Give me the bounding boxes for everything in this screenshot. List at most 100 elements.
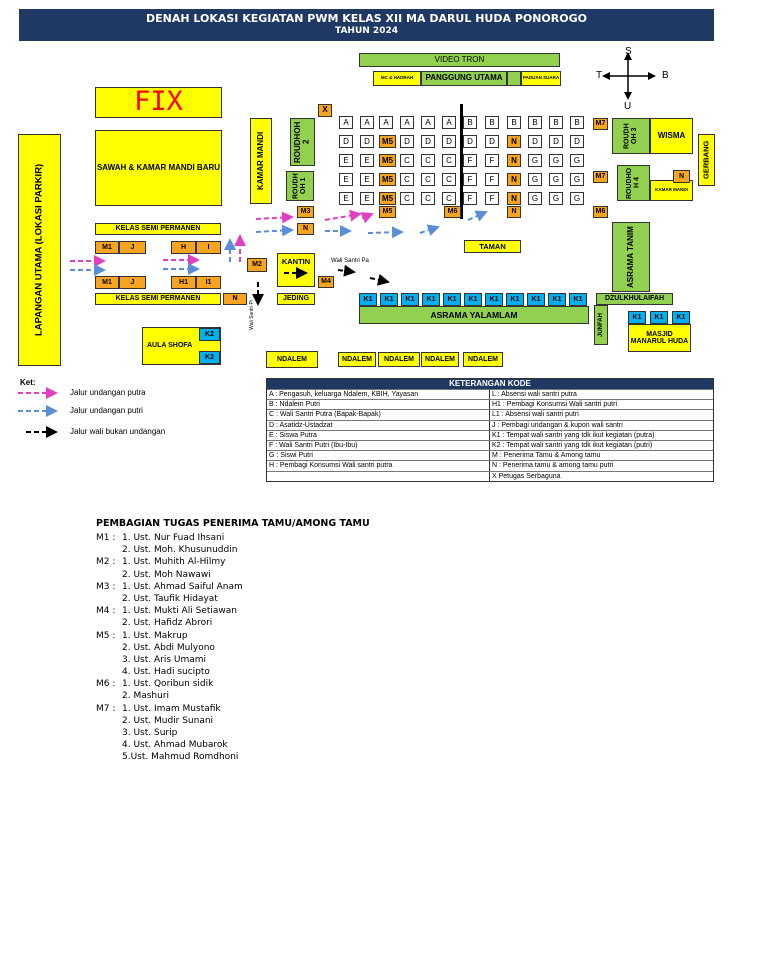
task-line: 2. Ust. Abdi Mulyono bbox=[96, 643, 370, 655]
legend-cell-right: H1 : Pembagi Konsumsi Wali santri putri bbox=[492, 401, 618, 409]
seat-cell: C bbox=[400, 154, 414, 167]
k1-masjid-1: K1 bbox=[628, 311, 646, 324]
legend-cell-left: B : Ndalem Putri bbox=[267, 400, 490, 410]
lapangan-utama: LAPANGAN UTAMA (LOKASI PARKIR) bbox=[18, 134, 61, 366]
legend-cell-left: C : Wali Santri Putra (Bapak-Bapak) bbox=[267, 410, 490, 420]
m3-marker: M3 bbox=[297, 206, 314, 218]
seat-cell: B bbox=[549, 116, 563, 129]
seat-cell: B bbox=[528, 116, 542, 129]
task-name: 2. Mashuri bbox=[122, 691, 170, 702]
junfah: JUNFAH bbox=[594, 305, 608, 345]
seat-cell: A bbox=[379, 116, 393, 129]
seat-cell: F bbox=[485, 192, 499, 205]
task-code: M1 : bbox=[96, 533, 116, 543]
ket-putri: Jalur undangan putri bbox=[70, 406, 143, 415]
masjid-manarul-huda: MASJID MANARUL HUDA bbox=[628, 324, 691, 352]
seat-cell: E bbox=[339, 192, 353, 205]
seat-cell: F bbox=[485, 173, 499, 186]
task-list: PEMBAGIAN TUGAS PENERIMA TAMU/AMONG TAMU… bbox=[96, 518, 370, 765]
legend-cell-left: E : Siswa Putra bbox=[267, 430, 490, 440]
task-line: M2 :1. Ust. Muhith Al-Hilmy bbox=[96, 557, 370, 569]
legend-row: F : Wali Santri Putri (Ibu-Ibu)K2 : Temp… bbox=[267, 439, 713, 451]
task-name: 3. Ust. Surip bbox=[122, 728, 178, 738]
compass-north: S bbox=[625, 46, 632, 57]
map-title: DENAH LOKASI KEGIATAN PWM KELAS XII MA D… bbox=[145, 12, 587, 25]
m6-right: M6 bbox=[593, 206, 608, 218]
n-right: N bbox=[673, 170, 690, 183]
m1-bottom: M1 bbox=[95, 276, 119, 289]
seat-cell: E bbox=[360, 173, 374, 186]
task-heading: PEMBAGIAN TUGAS PENERIMA TAMU/AMONG TAMU bbox=[96, 518, 370, 529]
kelas-semi-permanen-top: KELAS SEMI PERMANEN bbox=[95, 223, 221, 235]
m6-bottom: M6 bbox=[444, 206, 461, 218]
seat-cell: M5 bbox=[379, 135, 396, 148]
seat-cell: D bbox=[339, 135, 353, 148]
seat-cell: E bbox=[360, 192, 374, 205]
task-line: 5.Ust. Mahmud Romdhoni bbox=[96, 752, 370, 764]
m5-bottom: M5 bbox=[379, 206, 396, 218]
seat-cell: G bbox=[570, 154, 584, 167]
task-name: 2. Ust. Mudir Sunani bbox=[122, 715, 214, 726]
task-line: 3. Ust. Aris Umami bbox=[96, 655, 370, 667]
seat-cell: F bbox=[463, 154, 477, 167]
seat-cell: B bbox=[507, 116, 521, 129]
legend-cell-right: J : Pembagi undangan & kupon wali santri bbox=[492, 421, 623, 429]
k1-box: K1 bbox=[548, 293, 566, 306]
seat-cell: N bbox=[507, 173, 521, 186]
k1-masjid-3: K1 bbox=[672, 311, 690, 324]
compass-icon bbox=[602, 52, 656, 100]
compass-west: T bbox=[596, 70, 603, 81]
legend-cell-left: A : Pengasuh, keluarga Ndalem, KBIH, Yay… bbox=[267, 390, 490, 400]
paduan-suara-box: PADUAN SUARA bbox=[521, 71, 561, 86]
legend-cell-right: K2 : Tempat wali santri yang tdk ikut ke… bbox=[492, 441, 653, 449]
h1-marker: H1 bbox=[171, 276, 196, 289]
task-line: 2. Ust. Moh. Khusunuddin bbox=[96, 545, 370, 557]
seat-cell: D bbox=[400, 135, 414, 148]
task-line: M3 : 1. Ust. Ahmad Saiful Anam bbox=[96, 582, 370, 594]
task-name: 2. Ust. Moh Nawawi bbox=[122, 569, 211, 580]
seat-cell: B bbox=[463, 116, 477, 129]
seat-cell: D bbox=[442, 135, 456, 148]
m7-mid: M7 bbox=[593, 171, 608, 183]
seat-cell: G bbox=[570, 192, 584, 205]
k1-box: K1 bbox=[464, 293, 482, 306]
legend-cell-left: D : Asatidz-Ustadzat bbox=[267, 420, 490, 430]
seat-cell: A bbox=[339, 116, 353, 129]
asrama-yalamlam: ASRAMA YALAMLAM bbox=[359, 306, 589, 324]
seat-cell: M5 bbox=[379, 173, 396, 186]
seat-cell: B bbox=[485, 116, 499, 129]
n-marker-left: N bbox=[223, 293, 247, 305]
seat-cell: D bbox=[570, 135, 584, 148]
seat-cell: M5 bbox=[379, 154, 396, 167]
h-marker: H bbox=[171, 241, 196, 254]
map-subtitle: TAHUN 2024 bbox=[335, 26, 398, 36]
center-aisle-line bbox=[460, 104, 463, 219]
task-name: 1. Ust. Imam Mustafik bbox=[122, 703, 221, 714]
video-tron: VIDEO TRON bbox=[359, 53, 560, 67]
task-name: 1. Ust. Mukti Ali Setiawan bbox=[122, 606, 237, 617]
legend-cell-right: N : Penerima tamu & among tamu putri bbox=[492, 462, 614, 470]
task-name: 1. Ust. Makrup bbox=[122, 630, 188, 641]
seat-cell: N bbox=[507, 192, 521, 205]
task-name: 1. Ust. Qoribun sidik bbox=[122, 679, 214, 690]
kamar-mandi-left: KAMAR MANDI bbox=[250, 118, 272, 204]
task-line: M4 :1. Ust. Mukti Ali Setiawan bbox=[96, 606, 370, 618]
x-petugas-box: X bbox=[318, 104, 332, 117]
task-line: 3. Ust. Surip bbox=[96, 728, 370, 740]
kelas-semi-permanen-bottom: KELAS SEMI PERMANEN bbox=[95, 293, 221, 305]
panggung-side bbox=[507, 71, 521, 86]
task-line: M7 : 1. Ust. Imam Mustafik bbox=[96, 704, 370, 716]
task-code: M7 : bbox=[96, 703, 116, 714]
task-name: 1. Ust. Nur Fuad Ihsani bbox=[122, 533, 225, 543]
seat-cell: D bbox=[463, 135, 477, 148]
task-line: M6 :1. Ust. Qoribun sidik bbox=[96, 679, 370, 691]
k2-top: K2 bbox=[199, 328, 220, 341]
wali-santri-pa-label: Wali Santri Pa bbox=[331, 258, 369, 264]
task-name: 1. Ust. Ahmad Saiful Anam bbox=[122, 581, 243, 592]
seat-cell: G bbox=[549, 154, 563, 167]
keterangan-kode-title: KETERANGAN KODE bbox=[267, 379, 713, 389]
j-bottom: J bbox=[119, 276, 146, 289]
task-code: M3 : bbox=[96, 581, 116, 592]
seat-cell: A bbox=[360, 116, 374, 129]
